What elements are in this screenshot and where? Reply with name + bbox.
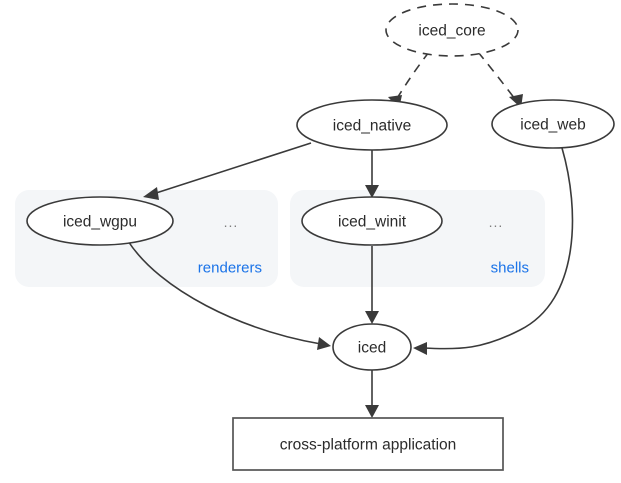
node-iced-web[interactable]: iced_web xyxy=(491,99,615,149)
node-iced-native-label: iced_native xyxy=(333,118,411,135)
edge-iced-winit-to-iced-arrow xyxy=(365,311,379,324)
edge-iced-native-to-iced-wgpu xyxy=(143,142,312,200)
node-iced-winit-label: iced_winit xyxy=(338,214,407,231)
edge-iced-winit-to-iced xyxy=(365,246,379,324)
edge-iced-core-to-iced-native-line xyxy=(395,51,430,101)
node-iced-shape[interactable] xyxy=(332,323,412,371)
edge-iced-web-to-iced-arrow xyxy=(413,342,427,355)
edge-iced-to-application xyxy=(365,370,379,418)
node-iced-winit[interactable]: iced_winit xyxy=(301,196,443,246)
cluster-renderers-label: renderers xyxy=(198,260,262,277)
edge-iced-core-to-iced-web-line xyxy=(477,51,516,100)
node-iced-native[interactable]: iced_native xyxy=(296,99,448,151)
node-application-label: cross-platform application xyxy=(280,437,457,454)
node-iced-web-label: iced_web xyxy=(520,117,586,134)
node-application-shape[interactable] xyxy=(232,417,504,471)
edge-iced-native-to-iced-wgpu-arrow xyxy=(143,187,159,200)
node-iced-web-shape[interactable] xyxy=(491,99,615,149)
node-iced-core[interactable]: iced_core xyxy=(385,3,519,57)
node-iced-wgpu[interactable]: iced_wgpu xyxy=(26,196,174,246)
cluster-shells-ellipsis: ... xyxy=(489,214,504,230)
edge-iced-native-to-iced-winit-arrow xyxy=(365,185,379,198)
node-iced-wgpu-label: iced_wgpu xyxy=(63,214,137,231)
cluster-renderers-ellipsis: ... xyxy=(224,214,239,230)
node-iced-label: iced xyxy=(358,340,386,357)
node-application[interactable]: cross-platform application xyxy=(232,417,504,471)
node-iced[interactable]: iced xyxy=(332,323,412,371)
edge-iced-web-to-iced-line xyxy=(423,147,574,350)
cluster-shells-label: shells xyxy=(491,260,529,277)
node-iced-core-shape[interactable] xyxy=(385,3,519,57)
edge-iced-core-to-iced-web xyxy=(477,51,523,108)
edge-iced-wgpu-to-iced xyxy=(127,240,331,350)
edge-iced-web-to-iced xyxy=(413,147,574,355)
node-iced-wgpu-shape[interactable] xyxy=(26,196,174,246)
edge-iced-wgpu-to-iced-arrow xyxy=(317,337,331,350)
edge-iced-to-application-arrow xyxy=(365,405,379,418)
node-iced-core-label: iced_core xyxy=(418,23,485,40)
node-iced-native-shape[interactable] xyxy=(296,99,448,151)
edge-iced-native-to-iced-winit xyxy=(365,150,379,198)
edge-iced-wgpu-to-iced-line xyxy=(127,240,322,345)
node-iced-winit-shape[interactable] xyxy=(301,196,443,246)
edge-iced-native-to-iced-wgpu-line xyxy=(152,142,312,195)
